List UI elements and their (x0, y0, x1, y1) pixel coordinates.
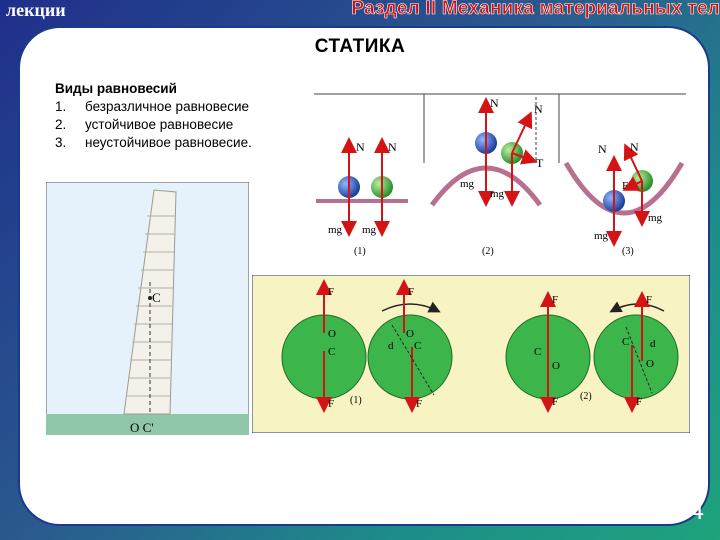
arm-label: d (650, 338, 656, 350)
point-label: C (622, 336, 629, 348)
force-label: N (356, 140, 365, 154)
concave-surface (563, 161, 685, 216)
list-item-number: 3. (55, 135, 67, 150)
page-number: 4 (689, 495, 704, 525)
point-label: O (406, 328, 414, 340)
list-item-text: устойчивое равновесие (85, 117, 234, 132)
point-label: O (552, 360, 560, 372)
force-label: N (490, 96, 499, 110)
point-label: C (414, 340, 421, 352)
force-label: F (408, 286, 414, 298)
force-label: F (328, 398, 334, 410)
point-label: C (328, 346, 335, 358)
header-section-title: Раздел II Механика материальных тел (351, 0, 720, 19)
force-label: T (536, 156, 544, 170)
circle-moment-figure: F O C F F O C d F (1) F C O F (2) F C O … (252, 275, 690, 433)
force-label: N (534, 102, 543, 116)
force-label: N (598, 142, 607, 156)
center-label: C (152, 290, 161, 305)
list-item: 2. устойчивое равновесие (55, 116, 252, 134)
force-label: F (416, 398, 422, 410)
force-label: mg (362, 224, 377, 236)
slide-title: СТАТИКА (314, 36, 406, 57)
list-item: 1. безразличное равновесие (55, 98, 252, 116)
case-label: (2) (482, 246, 494, 257)
flat-surface (316, 199, 408, 203)
case-label: (3) (622, 246, 634, 257)
force-label: mg (594, 230, 609, 242)
force-label: mg (460, 178, 475, 190)
list-item-number: 2. (55, 117, 67, 132)
base-label: O C' (130, 420, 154, 435)
force-label: F (328, 286, 334, 298)
list-heading: Виды равновесий (55, 81, 177, 96)
case-label: (2) (580, 391, 592, 402)
force-label: F (646, 294, 652, 306)
force-label: F (552, 396, 558, 408)
force-label: mg (490, 188, 505, 200)
case-label: (1) (350, 395, 362, 406)
point-label: O (328, 328, 336, 340)
list-item-text: безразличное равновесие (85, 99, 250, 114)
equilibrium-list: Виды равновесий 1. безразличное равновес… (55, 80, 252, 152)
list-item-text: неустойчивое равновесие. (85, 135, 252, 150)
leaning-tower-image: C O C' (46, 182, 249, 435)
arm-label: d (388, 340, 394, 352)
force-label: mg (328, 224, 343, 236)
green-circle (593, 314, 679, 400)
force-label: F (622, 180, 628, 192)
force-label: F (636, 396, 642, 408)
force-label: N (388, 140, 397, 154)
list-item-number: 1. (55, 99, 67, 114)
case-label: (1) (354, 246, 366, 257)
header-left-label: лекции (6, 0, 66, 20)
point-label: C (534, 346, 541, 358)
force-label: N (630, 140, 639, 154)
force-label: F (552, 294, 558, 306)
list-item: 3. неустойчивое равновесие. (55, 134, 252, 152)
force-label: mg (648, 212, 663, 224)
equilibrium-types-figure: N N mg mg (1) N N T mg mg (2) N N F mg m… (314, 93, 686, 259)
point-label: O (646, 358, 654, 370)
